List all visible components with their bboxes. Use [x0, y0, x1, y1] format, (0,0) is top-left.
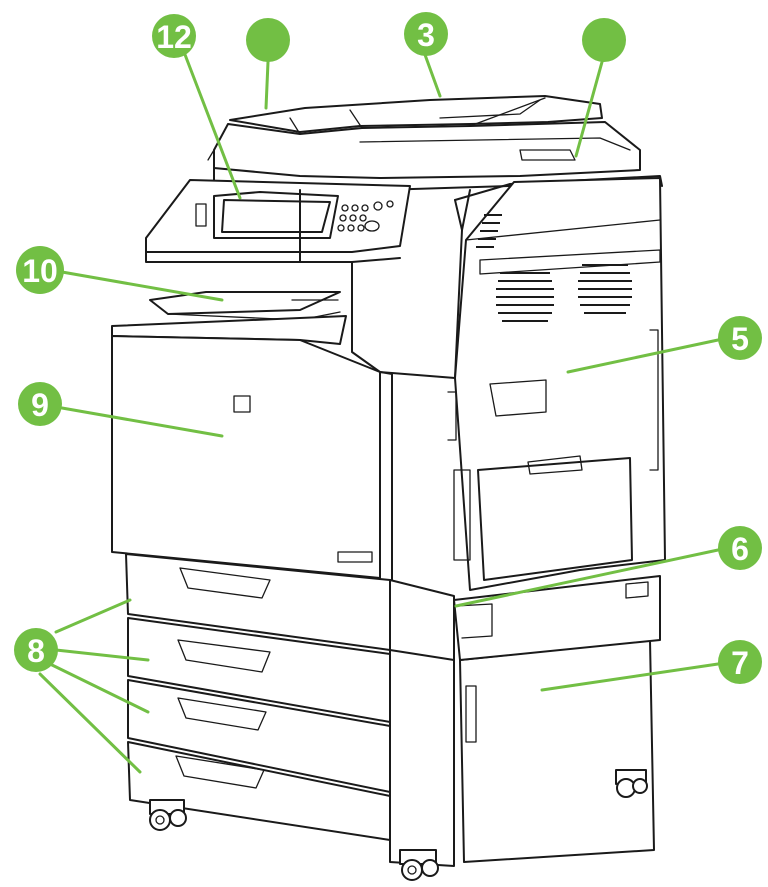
- document-feeder: [207, 95, 641, 191]
- callout-5-label: 5: [731, 321, 749, 357]
- leader-9: [60, 406, 224, 438]
- leader-8b: [54, 648, 150, 662]
- callout-3: 3: [404, 12, 448, 56]
- callout-9: 9: [18, 382, 62, 426]
- callouts: 12 3 10 9 5 6: [14, 12, 762, 684]
- callout-9-label: 9: [31, 387, 49, 423]
- leader-7: [540, 662, 720, 692]
- keypad: [195, 200, 394, 232]
- leader-3: [422, 50, 442, 98]
- leader-8d: [38, 672, 142, 774]
- callout-10-label: 10: [22, 253, 58, 289]
- leader-lines: [38, 50, 720, 774]
- leader-11: [264, 60, 270, 110]
- caster-front-right: [399, 849, 439, 881]
- callout-12-label: 12: [156, 19, 192, 55]
- right-lower-door: [453, 575, 661, 863]
- leader-5: [566, 338, 720, 374]
- callout-3-label: 3: [417, 17, 435, 53]
- callout-10: 10: [16, 246, 64, 294]
- control-panel: [145, 179, 411, 263]
- callout-7-label: 7: [731, 645, 749, 681]
- callout-6: 6: [718, 526, 762, 570]
- leader-4: [574, 60, 604, 158]
- callout-12: 12: [152, 14, 196, 58]
- leader-6: [454, 548, 720, 608]
- callout-6-label: 6: [731, 531, 749, 567]
- leader-8a: [54, 598, 132, 634]
- printer-illustration: [111, 95, 666, 881]
- paper-trays: [125, 553, 455, 867]
- callout-8: 8: [14, 628, 58, 672]
- leader-8c: [48, 662, 150, 714]
- callout-5: 5: [718, 316, 762, 360]
- callout-8-label: 8: [27, 633, 45, 669]
- callout-4: [582, 18, 626, 62]
- front-door: [111, 335, 393, 589]
- leader-12: [182, 50, 242, 200]
- leader-10: [60, 270, 224, 302]
- right-side-panel: [447, 177, 666, 591]
- callout-7: 7: [718, 640, 762, 684]
- casters: [149, 769, 648, 881]
- vent-grille: [476, 214, 632, 322]
- caster-front-left: [149, 799, 187, 831]
- caster-back-right: [615, 769, 648, 798]
- callout-11: [246, 18, 290, 62]
